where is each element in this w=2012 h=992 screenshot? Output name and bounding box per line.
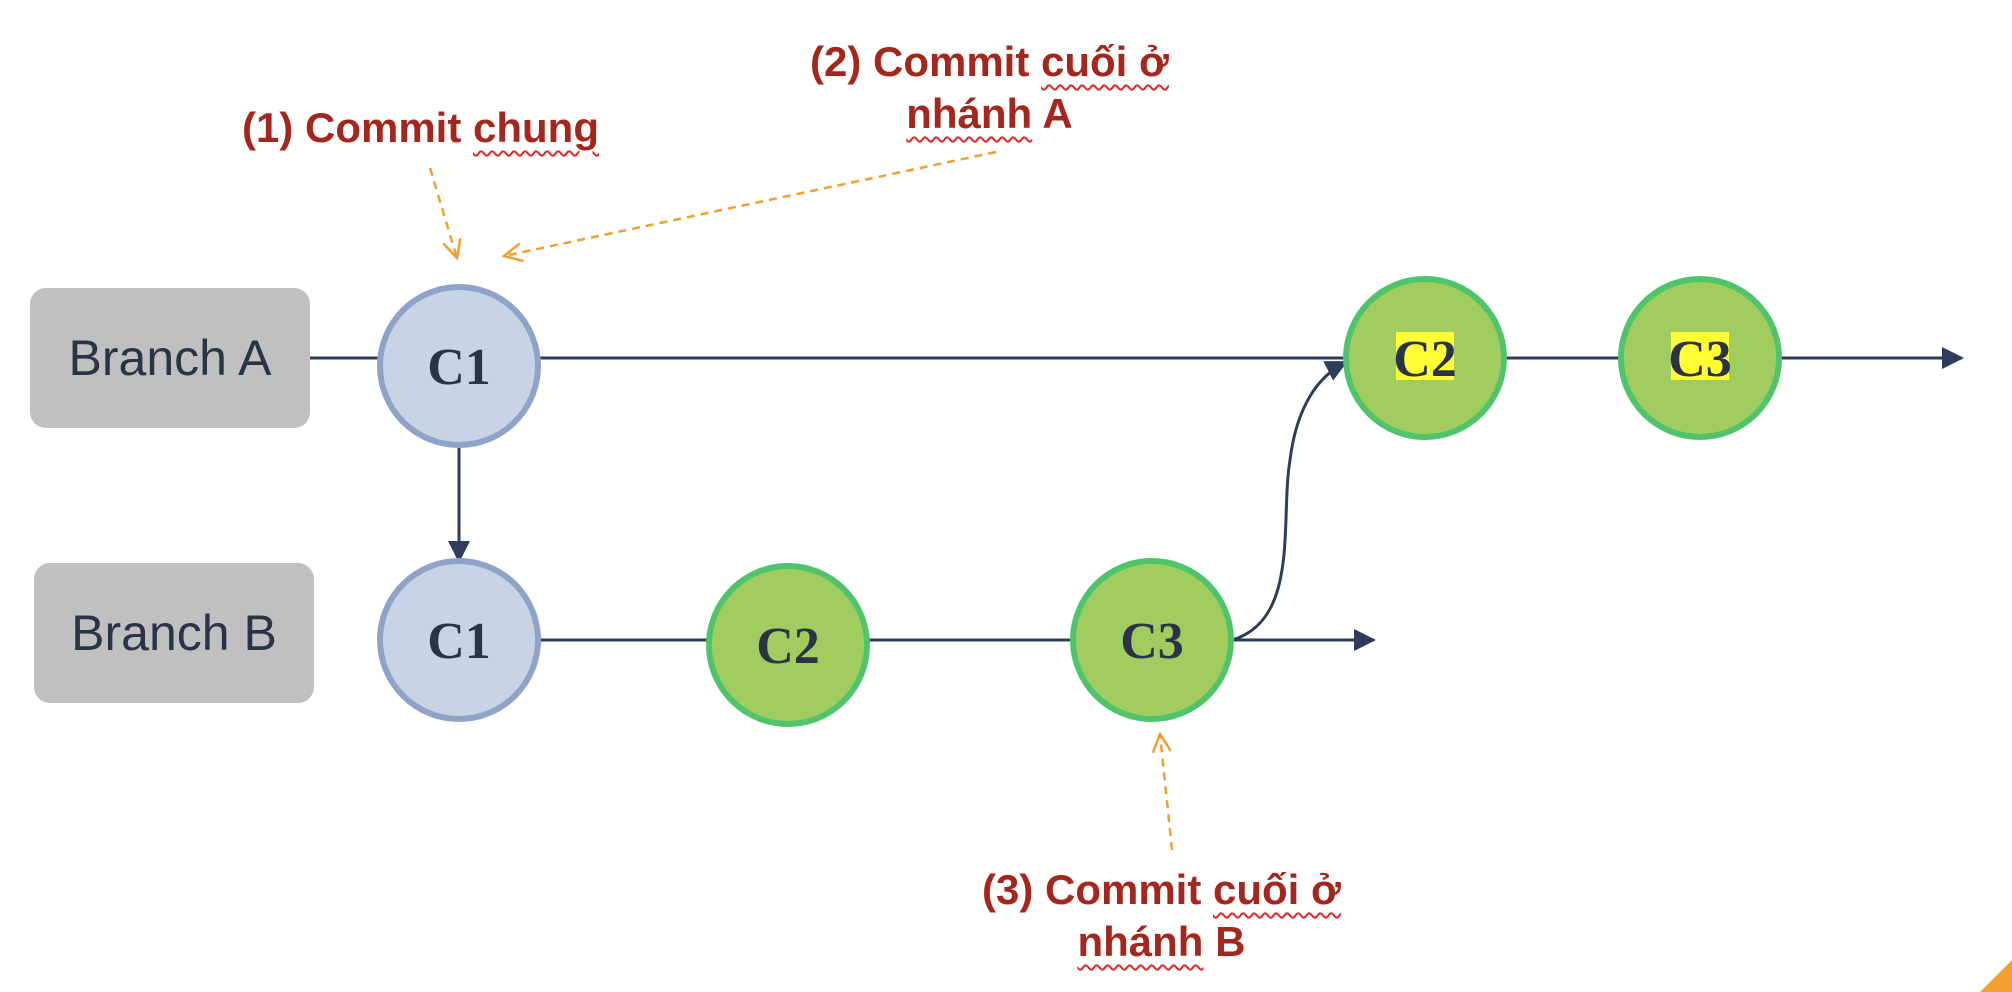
commit-label: C2 — [756, 618, 820, 675]
annotation-text-underlined: nhánh — [1077, 918, 1204, 965]
annotation-common-commit: (1) Commit chung — [242, 102, 599, 154]
annotation-text-underlined: cuối ở — [1213, 866, 1341, 913]
annotation-text: (3) Commit — [982, 866, 1202, 913]
branch-b-label: Branch B — [34, 563, 314, 703]
annotation-text: A — [1042, 90, 1073, 137]
annotation-arrow-last-a — [504, 150, 997, 256]
commit-node-b-c3: C3 — [1070, 558, 1234, 722]
branch-b-text: Branch B — [71, 605, 277, 661]
commit-node-a-c2: C2 — [1343, 276, 1507, 440]
commit-node-b-c2: C2 — [706, 563, 870, 727]
commit-label: C1 — [427, 339, 491, 396]
annotation-text-underlined: nhánh — [906, 90, 1033, 137]
highlight-box — [1396, 332, 1454, 380]
corner-decoration — [1980, 960, 2012, 992]
commit-label: C3 — [1668, 331, 1732, 388]
annotation-text: (1) Commit — [242, 104, 462, 151]
branch-a-text: Branch A — [68, 330, 272, 386]
annotation-last-commit-b: (3) Commit cuối ở nhánh B — [982, 864, 1341, 968]
annotation-text-underlined: cuối ở — [1041, 38, 1169, 85]
annotation-text: B — [1215, 918, 1246, 965]
highlight-box — [1671, 332, 1729, 380]
merge-curve — [1231, 360, 1348, 642]
branch-a-label: Branch A — [30, 288, 310, 428]
annotation-arrow-last-b — [1160, 734, 1174, 851]
annotation-arrow-common — [428, 167, 457, 258]
commit-label: C3 — [1120, 613, 1184, 670]
commit-label: C2 — [1393, 331, 1457, 388]
commit-node-a-c1: C1 — [377, 284, 541, 448]
commit-label: C1 — [427, 613, 491, 670]
annotation-last-commit-a: (2) Commit cuối ở nhánh A — [810, 36, 1169, 140]
commit-node-b-c1: C1 — [377, 558, 541, 722]
annotation-text: (2) Commit — [810, 38, 1030, 85]
commit-node-a-c3: C3 — [1618, 276, 1782, 440]
annotation-text-underlined: chung — [473, 104, 599, 151]
